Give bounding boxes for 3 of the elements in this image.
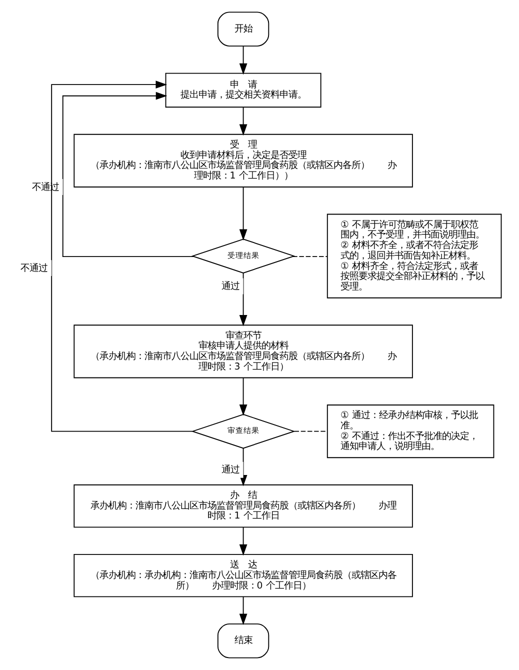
edge-label: 通过 (222, 281, 240, 292)
edge-label: 通过 (222, 464, 240, 476)
edge-label: 不通过 (20, 262, 48, 274)
